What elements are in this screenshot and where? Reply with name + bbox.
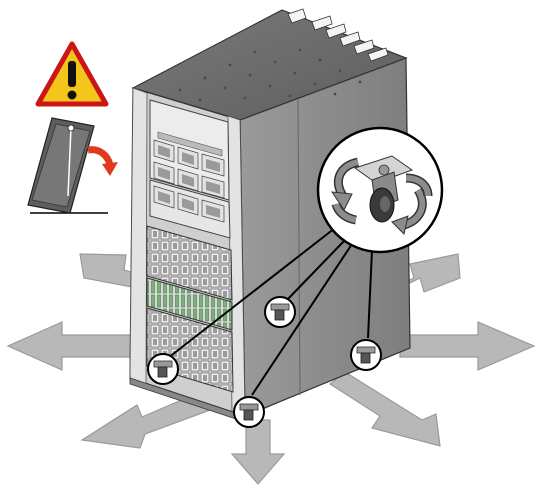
callout-lines <box>167 227 373 396</box>
server-rack <box>129 8 411 423</box>
door-swing-arrow-icon <box>87 146 114 167</box>
caster-back-left <box>264 296 296 328</box>
warning-triangle-icon <box>35 41 109 107</box>
door-swing-icon <box>27 117 118 214</box>
caster-front-right <box>233 396 265 428</box>
arrow-down-icon <box>230 419 286 485</box>
caster-markers <box>147 296 382 428</box>
arrow-down-left-icon <box>80 391 211 449</box>
caster-back-right <box>350 339 382 371</box>
caster-front-left <box>147 353 179 385</box>
caster-rotate-icon <box>316 126 444 254</box>
arrow-left-icon <box>6 321 141 371</box>
arrow-down-right-icon <box>328 371 441 447</box>
arrow-right-icon <box>399 321 536 371</box>
